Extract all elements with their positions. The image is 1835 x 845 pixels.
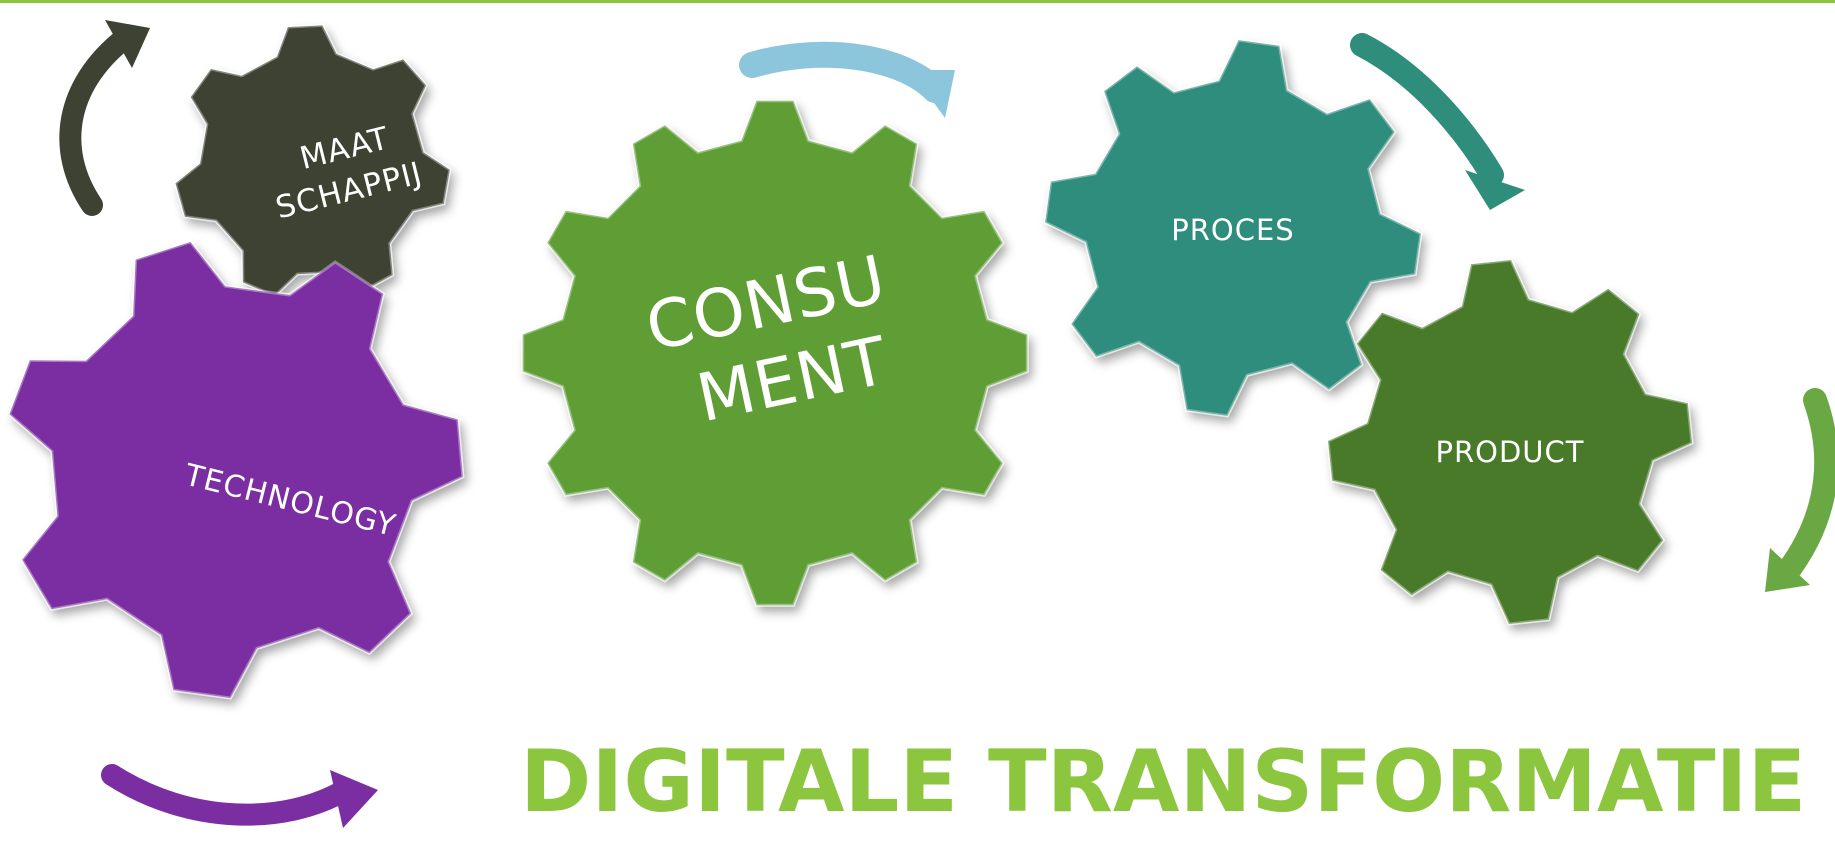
arrow-light-blue	[739, 41, 948, 103]
gear-consument	[521, 99, 1029, 607]
product-label: PRODUCT	[1436, 435, 1585, 469]
arrow-dark-up	[59, 27, 136, 216]
gear-technology	[7, 240, 465, 700]
gear-product	[1326, 258, 1694, 626]
gear-maatschappij	[173, 23, 452, 298]
gear-proces	[1043, 38, 1423, 418]
arrow-teal-down-head	[1465, 170, 1525, 210]
arrow-purple	[101, 764, 356, 826]
proces-label: PROCES	[1171, 213, 1294, 247]
arrow-dark-up-head	[105, 20, 150, 68]
headline-title: DIGITALE TRANSFORMATIE IN	[520, 732, 1835, 832]
top-accent-rule	[0, 0, 1835, 3]
arrow-green-down-head	[1765, 548, 1810, 592]
arrow-green-down	[1773, 388, 1835, 587]
arrow-light-blue-head	[910, 70, 955, 118]
arrow-purple-head	[330, 770, 378, 828]
arrow-teal-down	[1350, 33, 1504, 187]
